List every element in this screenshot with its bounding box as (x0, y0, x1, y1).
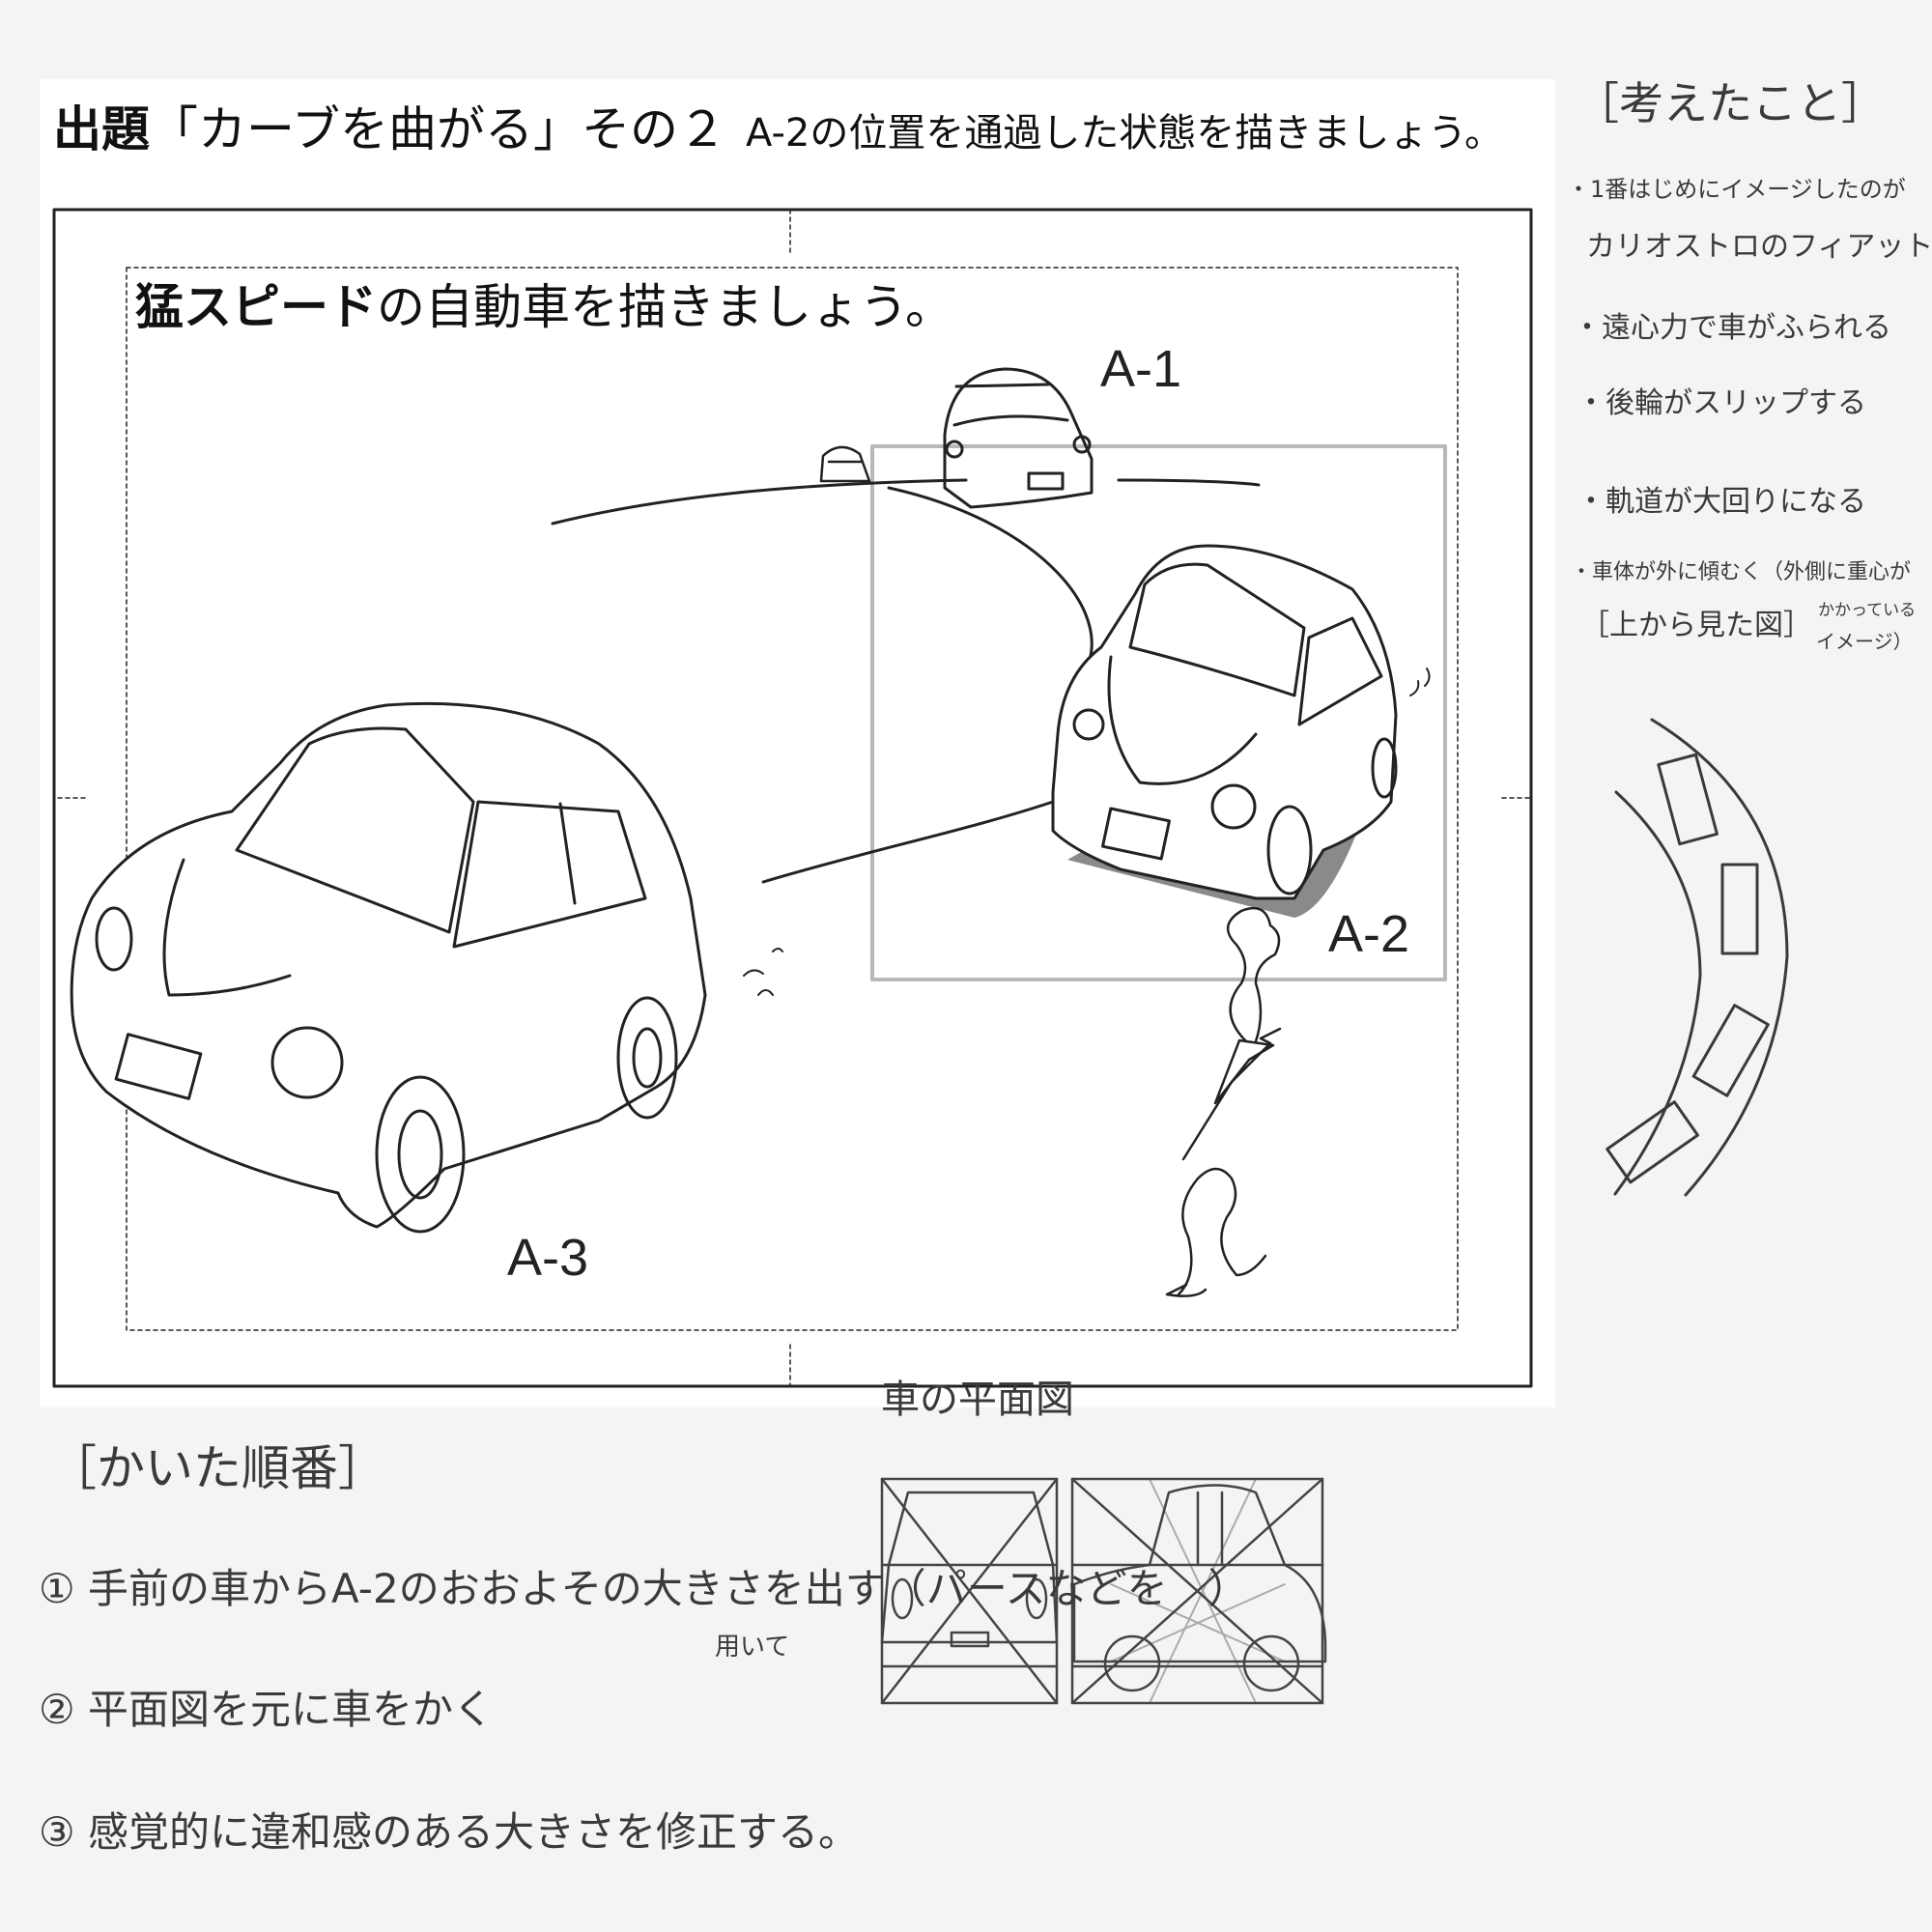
top-view-diagram (1605, 718, 1789, 1197)
order-step-3: ③ 感覚的に違和感のある大きさを修正する。 (39, 1808, 860, 1856)
subtitle-bold: 猛スピード (135, 279, 377, 335)
title-bold: 出題 (53, 101, 150, 157)
guide-box-a2 (870, 444, 1447, 981)
worksheet-title: 出題「カーブを曲がる」その２ A-2の位置を通過した状態を描きましょう。 (53, 100, 1503, 158)
note-item: カリオストロのフィアット (1586, 230, 1932, 264)
notes-order-header: ［かいた順番］ (48, 1440, 386, 1496)
worksheet-subtitle: 猛スピードの自動車を描きましょう。 (135, 278, 953, 336)
note-item: かかっている (1818, 601, 1917, 620)
outer-frame (52, 208, 1533, 1388)
label-a2: A-2 (1328, 905, 1410, 963)
car-a1 (943, 367, 1094, 509)
note-item: イメージ） (1816, 630, 1913, 653)
label-a3: A-3 (507, 1229, 589, 1287)
plan-view-label: 車の平面図 (881, 1378, 1074, 1422)
road-curve (551, 478, 1261, 884)
top-view-label: ［上から見た図］ (1580, 609, 1812, 642)
car-far (819, 445, 871, 483)
safe-area-frame (126, 267, 1459, 1331)
title-main: 「カーブを曲がる」その２ (150, 101, 726, 157)
order-step-1-annotation: 用いて (715, 1633, 790, 1662)
note-item: ・車体が外に傾むく（外側に重心が (1571, 560, 1912, 584)
order-step-1: ① 手前の車からA-2のおおよその大きさを出す（パースなどを ） (39, 1565, 1249, 1612)
note-item: ・軌道が大回りになる (1577, 485, 1866, 519)
note-item: ・1番はじめにイメージしたのが (1567, 176, 1906, 203)
plan-view-side (1070, 1477, 1327, 1705)
title-instruction: A-2の位置を通過した状態を描きましょう。 (746, 111, 1503, 156)
order-step-2: ② 平面図を元に車をかく (39, 1686, 495, 1733)
flag-person-figure (1165, 906, 1282, 1297)
note-item: ・後輪がスリップする (1577, 386, 1866, 420)
car-a2 (1051, 544, 1431, 918)
label-a1: A-1 (1100, 340, 1182, 398)
note-item: ・遠心力で車がふられる (1573, 311, 1891, 345)
plan-view-front (880, 1477, 1059, 1705)
car-a3 (70, 701, 783, 1234)
subtitle-rest: の自動車を描きましょう。 (377, 279, 953, 335)
crop-marks (57, 209, 1532, 1387)
notes-thoughts-header: ［考えたこと］ (1575, 77, 1886, 129)
